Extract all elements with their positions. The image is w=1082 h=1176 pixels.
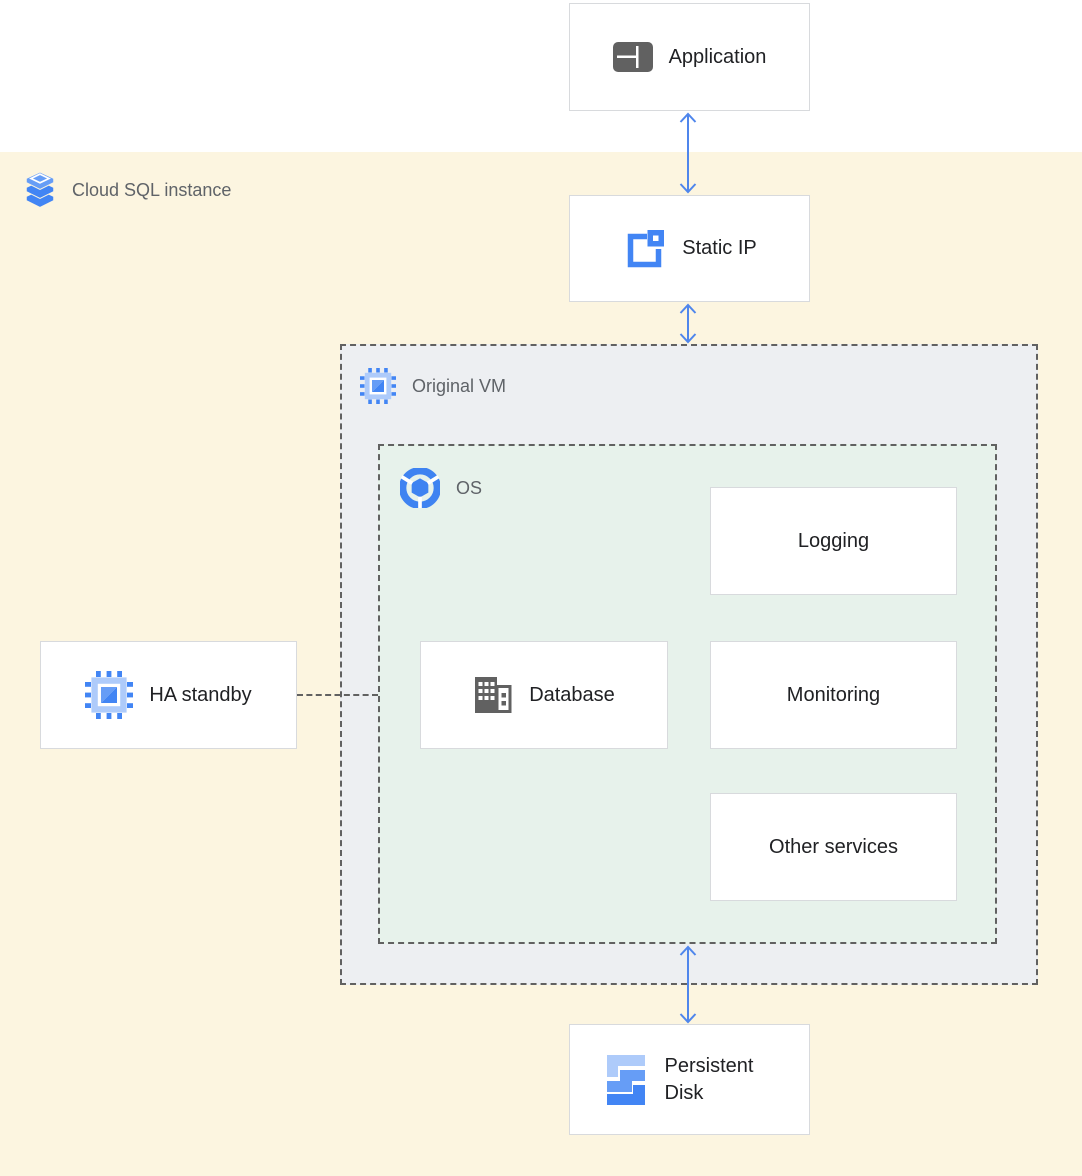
node-static-ip: Static IP [569,195,810,302]
node-persistent-disk: Persistent Disk [569,1024,810,1135]
node-database: Database [420,641,668,749]
application-icon [612,42,653,72]
arrow-application-staticip [677,112,699,194]
compute-engine-icon [360,368,396,404]
node-ha-standby: HA standby [40,641,297,749]
original-vm-label: Original VM [360,368,506,404]
node-logging-label: Logging [797,529,870,552]
compute-engine-icon [85,671,134,719]
connector-ha-standby-vm [297,694,378,696]
node-ha-standby-label: HA standby [149,683,252,706]
original-vm-label-text: Original VM [412,375,507,396]
arrow-staticip-vm [677,303,699,344]
cloud-sql-zone-label-text: Cloud SQL instance [72,179,232,200]
cloud-sql-icon [24,172,56,208]
node-other-services-label: Other services [769,835,898,858]
node-monitoring: Monitoring [710,641,957,749]
cloud-sql-zone-label: Cloud SQL instance [24,172,231,208]
arrow-os-persistent-disk [677,945,699,1024]
node-database-label: Database [529,683,615,706]
node-other-services: Other services [710,793,957,901]
database-icon [473,677,513,713]
node-application: Application [569,3,810,111]
node-static-ip-label: Static IP [682,237,757,259]
external-ip-icon [622,227,666,271]
node-persistent-disk-label: Persistent Disk [664,1054,754,1104]
node-logging: Logging [710,487,957,595]
persistent-disk-icon [603,1053,649,1107]
os-label: OS [400,468,482,508]
os-icon [400,468,440,508]
os-label-text: OS [456,477,483,498]
node-application-label: Application [668,45,767,68]
node-monitoring-label: Monitoring [786,683,881,706]
